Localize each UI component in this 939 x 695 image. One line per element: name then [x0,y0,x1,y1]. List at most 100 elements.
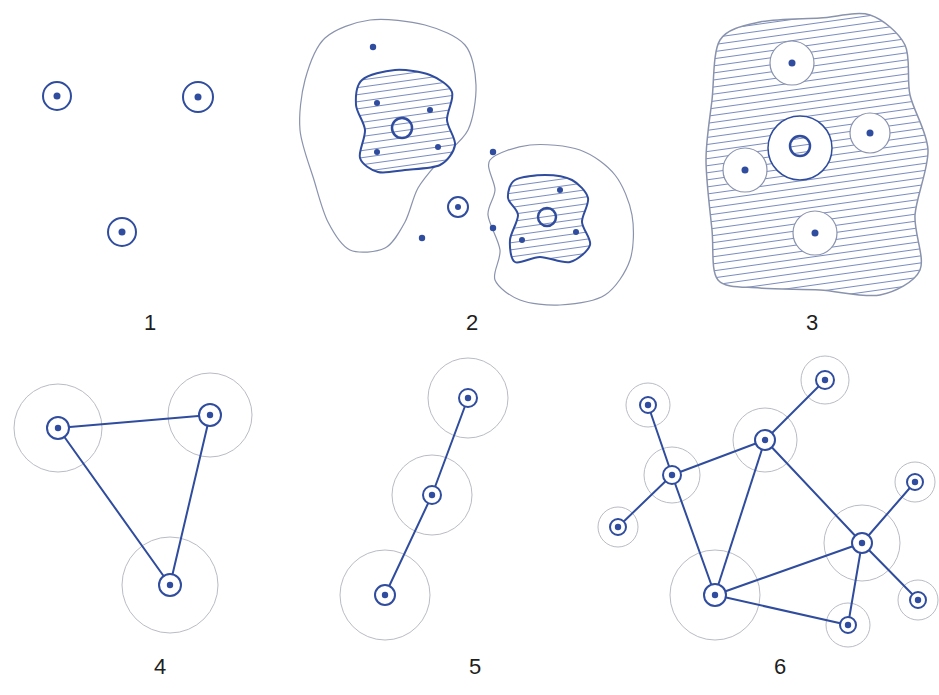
cell-outline [910,592,926,608]
cell-nucleus [712,592,718,598]
cell-outline [47,417,69,439]
signal-halo [626,383,670,427]
cell-nucleus [538,208,556,226]
cell-nucleus [207,412,213,418]
signal-halo [670,550,760,640]
granule [519,237,525,243]
granule [557,187,563,193]
cell-link [765,380,825,440]
cell-nucleus [845,622,851,628]
granule [374,149,380,155]
cell-link [715,595,848,625]
cell-outline [907,474,923,490]
signal-halo [826,603,870,647]
signal-halo [122,537,218,633]
panel-number: 1 [144,312,156,334]
cell-outline [159,574,181,596]
cell-link [715,543,862,595]
signal-halo [14,384,102,472]
cell-nucleus [392,118,412,138]
cell-link [715,440,765,595]
cell-nucleus [119,229,126,236]
cell-nucleus [812,230,819,237]
cell-nucleus [669,472,675,478]
cell-outline [459,389,477,407]
cell-outline [183,82,213,112]
panel-number: 5 [469,656,481,678]
signal-halo [168,373,252,457]
cell-link [58,415,210,428]
granule [490,225,496,231]
cell-nucleus [429,492,435,498]
cell-nucleus [789,60,796,67]
cell-outline [768,116,832,180]
cell-link [385,495,432,595]
cell-link [648,405,672,475]
cell-outline [448,197,468,217]
cell-link [862,482,915,543]
cell-link [862,543,918,600]
cell-outline [816,371,834,389]
cell-nucleus [382,592,388,598]
granule [435,144,441,150]
cell-nucleus [167,582,173,588]
cell-outline [375,585,395,605]
panel-number: 3 [806,312,818,334]
cell-link [848,543,862,625]
granule [573,229,579,235]
cell-link [672,475,715,595]
cell-nucleus [912,479,918,485]
panel-number: 4 [154,656,166,678]
cell-nucleus [54,93,61,100]
cell-nucleus [465,395,471,401]
matrix-outline [300,19,476,252]
signal-halo [895,462,935,502]
cell-nucleus [915,597,921,603]
granule [427,107,433,113]
matrix-region [706,14,928,296]
cell-nucleus [455,204,461,210]
panel-number: 6 [774,656,786,678]
granule [374,100,380,106]
cell-nucleus [615,524,621,530]
cell-link [170,415,210,585]
cell-link [672,440,765,475]
cell-nucleus [195,94,202,101]
cell-outline [704,584,726,606]
cell-outline [199,404,221,426]
cell-body [356,70,455,173]
cell-outline [770,41,814,85]
cell-outline [610,519,626,535]
cell-link [765,440,862,543]
granule [419,235,425,241]
cell-outline [43,82,71,110]
cell-nucleus [859,540,865,546]
cell-body [508,175,590,263]
cell-outline [850,113,890,153]
matrix-outline [488,145,633,306]
cell-nucleus [742,167,749,174]
cell-outline [723,148,767,192]
signal-halo [340,550,430,640]
cell-outline [640,397,656,413]
cell-nucleus [867,130,874,137]
cell-outline [755,430,775,450]
cell-nucleus [790,136,810,156]
cell-nucleus [645,402,651,408]
cell-nucleus [55,425,61,431]
cell-link [432,398,468,495]
signal-halo [392,455,472,535]
cell-outline [423,486,441,504]
panel-number: 2 [466,312,478,334]
cell-nucleus [822,377,828,383]
cell-outline [108,218,136,246]
cell-outline [840,617,856,633]
granule [490,149,496,155]
signal-halo [428,358,508,438]
cell-outline [852,533,872,553]
cell-link [618,475,672,527]
granule [370,44,376,50]
cell-link [58,428,170,585]
